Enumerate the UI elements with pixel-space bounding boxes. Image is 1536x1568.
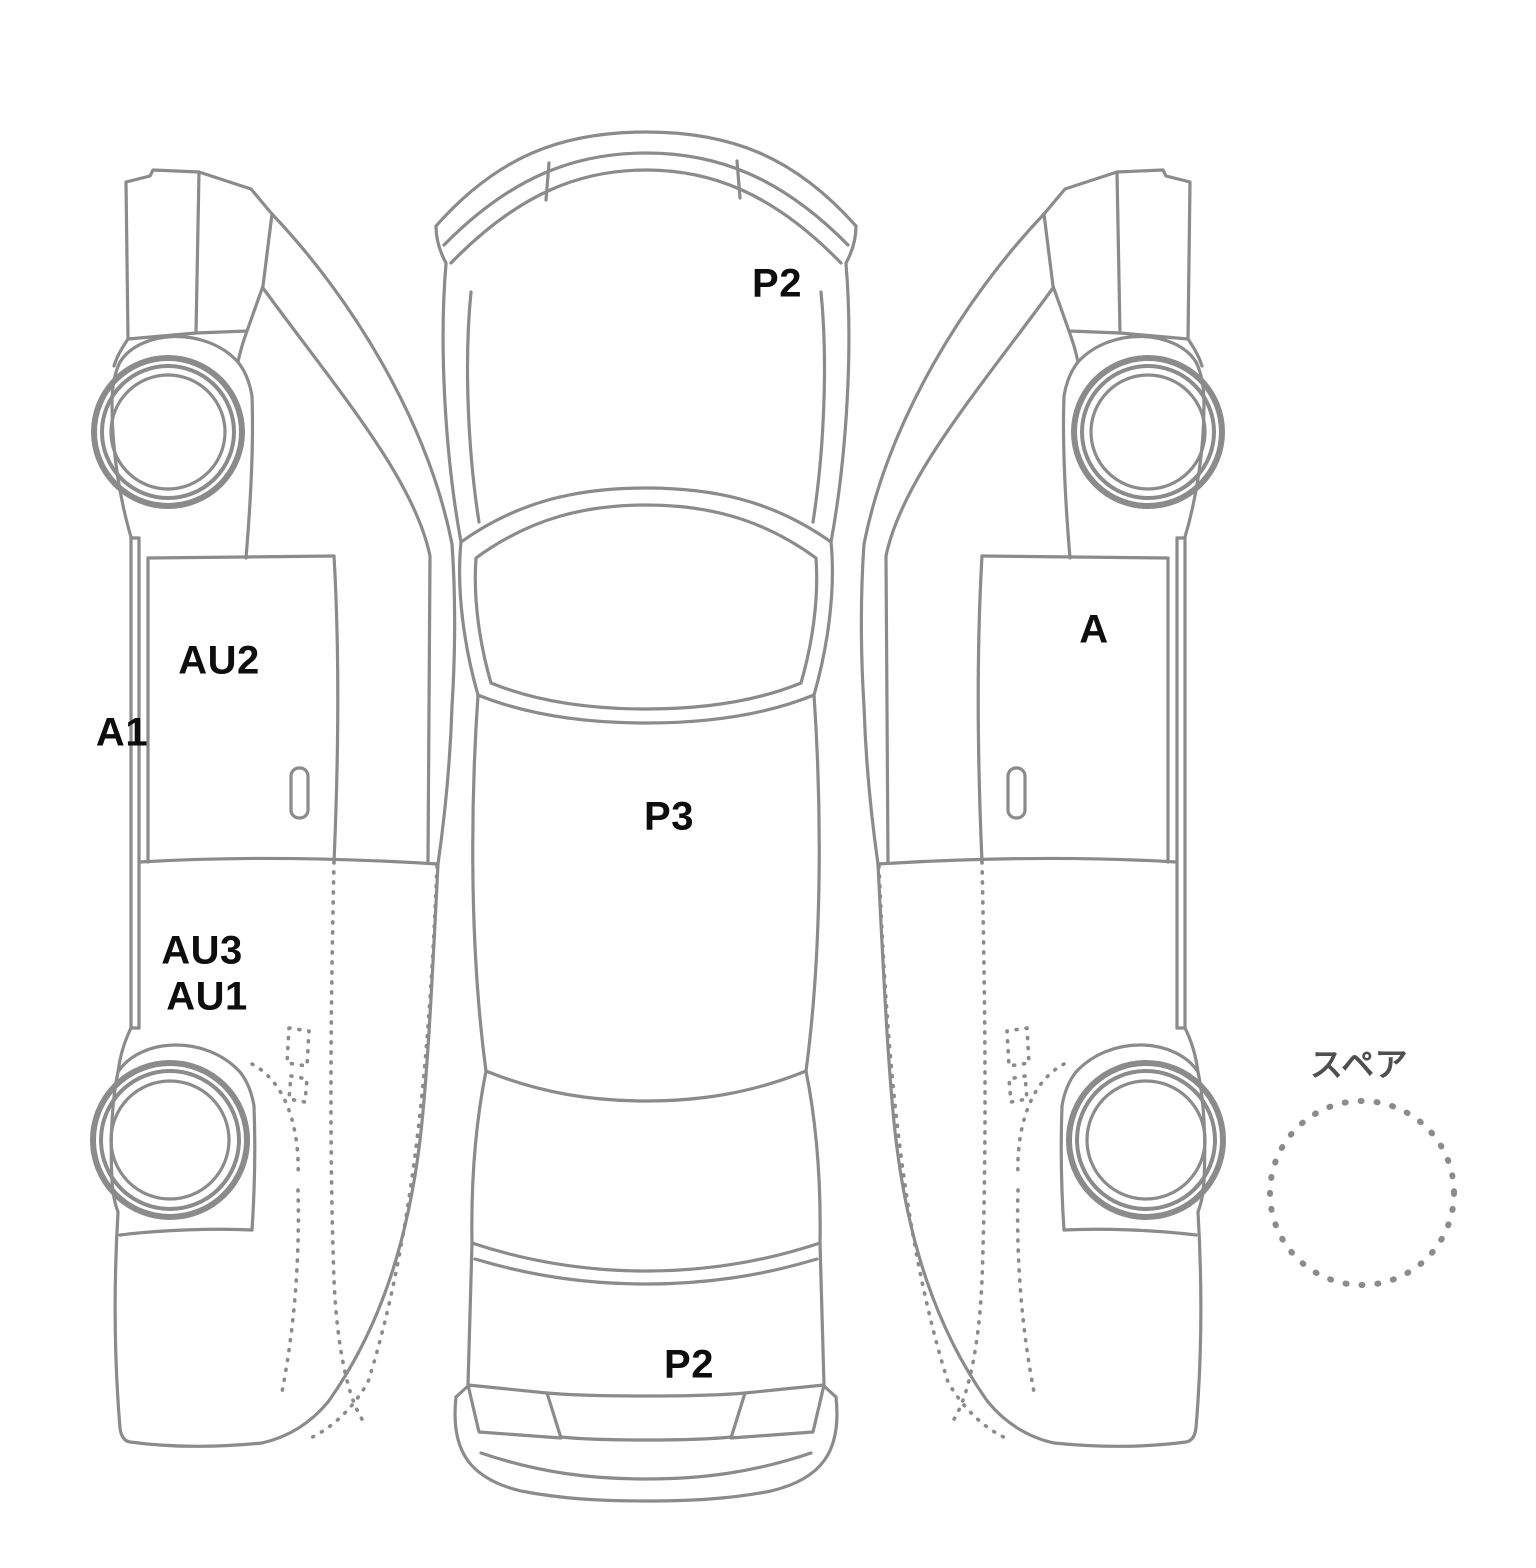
damage-code-a-right: A [1079, 607, 1109, 652]
damage-code-p2-rear: P2 [664, 1342, 714, 1387]
spare-tire-label: スペア [1309, 1046, 1409, 1083]
right-side-view [861, 170, 1223, 1446]
damage-code-p2-front: P2 [752, 261, 802, 306]
damage-code-p3: P3 [644, 794, 694, 839]
left-side-view [93, 170, 455, 1446]
top-view [434, 130, 858, 1503]
damage-code-au1: AU1 [166, 974, 248, 1019]
damage-code-au3: AU3 [161, 928, 243, 973]
spare-tire-outline [1267, 1098, 1457, 1288]
damage-code-au2: AU2 [178, 638, 260, 683]
damage-code-a1: A1 [95, 710, 149, 755]
